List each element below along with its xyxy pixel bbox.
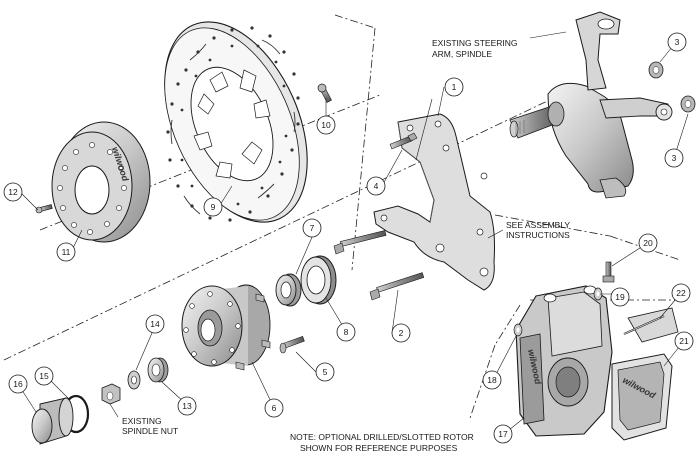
long-bolts	[333, 230, 425, 301]
callout-13: 13	[177, 396, 197, 416]
callout-19: 19	[610, 287, 630, 307]
rotor-bolt	[317, 83, 332, 103]
bleed-screw	[602, 261, 615, 283]
bearing-7	[275, 273, 302, 307]
spindle-washer	[127, 370, 141, 390]
svg-text:9: 9	[211, 202, 216, 212]
callout-18: 18	[482, 370, 502, 390]
callout-2: 2	[391, 323, 411, 343]
callout-12: 12	[3, 182, 23, 202]
svg-text:3: 3	[675, 37, 680, 47]
svg-text:17: 17	[498, 429, 508, 439]
hat-bolt	[35, 204, 53, 214]
callout-21: 21	[674, 331, 694, 351]
note-rotor-line1: NOTE: OPTIONAL DRILLED/SLOTTED ROTOR	[290, 432, 474, 442]
svg-text:2: 2	[399, 328, 404, 338]
note-assembly: SEE ASSEMBLY INSTRUCTIONS	[506, 220, 570, 240]
caliper-washers	[513, 287, 603, 337]
svg-text:14: 14	[150, 319, 160, 329]
callout-15: 15	[34, 366, 54, 386]
svg-text:16: 16	[13, 379, 23, 389]
note-steering-line2: ARM, SPINDLE	[432, 49, 492, 59]
note-spindle-nut-line1: EXISTING	[122, 416, 162, 426]
note-rotor-line2: SHOWN FOR REFERENCE PURPOSES	[300, 443, 458, 453]
note-spindle-nut-line2: SPINDLE NUT	[122, 426, 178, 436]
pad-retaining-pin	[623, 315, 665, 335]
svg-text:4: 4	[374, 181, 379, 191]
callout-3a: 3	[667, 32, 687, 52]
callout-20: 20	[638, 233, 658, 253]
svg-text:13: 13	[182, 401, 192, 411]
svg-text:6: 6	[272, 403, 277, 413]
callout-3b: 3	[664, 148, 684, 168]
note-spindle-nut: EXISTING SPINDLE NUT	[122, 416, 178, 436]
svg-text:7: 7	[310, 223, 315, 233]
svg-text:10: 10	[321, 120, 331, 130]
callout-8: 8	[336, 322, 356, 342]
callout-10: 10	[316, 115, 336, 135]
svg-text:11: 11	[62, 247, 71, 257]
callout-11: 11	[56, 242, 76, 262]
note-steering-line1: EXISTING STEERING	[432, 38, 518, 48]
callout-7: 7	[302, 218, 322, 238]
callout-4: 4	[366, 176, 386, 196]
spindle-nut	[101, 383, 121, 405]
brake-rotor	[164, 21, 308, 223]
svg-text:12: 12	[8, 187, 18, 197]
inner-bearing	[147, 357, 169, 383]
svg-text:3: 3	[672, 153, 677, 163]
svg-text:1: 1	[452, 82, 457, 92]
wheel-stud	[279, 335, 305, 354]
callout-9: 9	[203, 197, 223, 217]
dust-cap	[31, 397, 74, 445]
svg-text:15: 15	[39, 371, 49, 381]
callout-16: 16	[8, 374, 28, 394]
brake-pad: wilwood	[611, 307, 679, 441]
tie-rod-nuts	[648, 61, 696, 113]
callout-6: 6	[264, 398, 284, 418]
callout-1: 1	[444, 77, 464, 97]
steering-spindle	[509, 11, 673, 199]
svg-text:21: 21	[679, 336, 689, 346]
svg-text:18: 18	[487, 375, 497, 385]
svg-text:20: 20	[643, 238, 653, 248]
grease-seal	[300, 255, 337, 305]
note-assembly-line2: INSTRUCTIONS	[506, 230, 570, 240]
svg-text:5: 5	[323, 367, 328, 377]
callout-5: 5	[315, 362, 335, 382]
svg-text:19: 19	[615, 292, 625, 302]
note-assembly-line1: SEE ASSEMBLY	[506, 220, 570, 230]
wheel-hub	[181, 284, 271, 371]
svg-text:22: 22	[676, 288, 686, 298]
rotor-hat: wilwood	[51, 121, 151, 243]
brake-caliper: wilwood	[515, 285, 613, 437]
note-rotor: NOTE: OPTIONAL DRILLED/SLOTTED ROTOR SHO…	[290, 432, 474, 453]
caliper-bracket	[373, 113, 495, 291]
svg-text:8: 8	[344, 327, 349, 337]
callout-14: 14	[145, 314, 165, 334]
callouts: 1 2 3 3 4 5 6 7 8 9 10 11 12 13 14 15 16…	[3, 32, 694, 444]
bracket-bolt	[389, 132, 418, 150]
callout-22: 22	[671, 283, 691, 303]
note-steering: EXISTING STEERING ARM, SPINDLE	[432, 38, 518, 59]
callout-17: 17	[493, 424, 513, 444]
